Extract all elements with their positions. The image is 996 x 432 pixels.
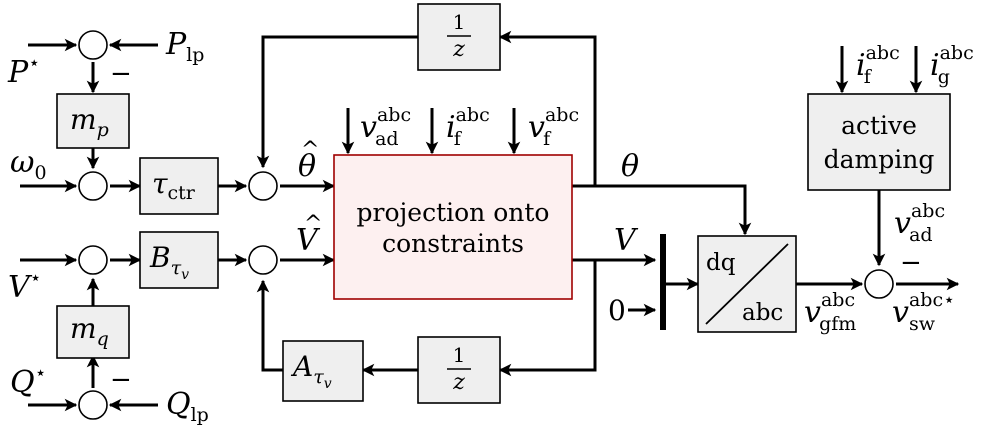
label-zero: 0 xyxy=(608,294,626,327)
dq-abc-block: dq abc xyxy=(697,235,797,333)
mq-main: m xyxy=(70,312,97,345)
label-v-hat: V xyxy=(296,223,321,258)
abc-label: abc xyxy=(742,300,783,326)
sum-power xyxy=(78,30,108,60)
wire-theta-to-dq xyxy=(595,184,752,236)
a-subsub: v xyxy=(324,376,332,392)
wire-delay-to-sum xyxy=(256,35,418,169)
sum-angle xyxy=(248,171,278,201)
wires xyxy=(20,30,960,412)
a-tau-block: Aτv xyxy=(282,340,364,402)
b-main: B xyxy=(149,241,171,274)
projection-block: projection onto constraints xyxy=(333,154,573,300)
mq-sub: q xyxy=(97,328,109,350)
mp-gain-block: mp xyxy=(56,93,130,149)
label-v-sw: vabc⋆sw xyxy=(892,289,955,335)
b-subsub: v xyxy=(181,267,189,283)
active-damping-block: active damping xyxy=(807,93,951,191)
mp-sub: p xyxy=(97,119,109,141)
delay-block-top: 1 z xyxy=(417,3,501,71)
svg-text:mq: mq xyxy=(70,312,109,350)
sum-voltage-ref xyxy=(78,245,108,275)
sum-output xyxy=(864,269,894,299)
projection-line2: constraints xyxy=(382,229,524,258)
b-tau-block: Bτv xyxy=(139,231,219,289)
minus-sign-q: − xyxy=(110,365,132,395)
label-v: V xyxy=(614,223,639,258)
active-damping-line1: active xyxy=(841,111,917,140)
sum-frequency xyxy=(78,171,108,201)
label-p-star: P⋆ xyxy=(7,52,40,90)
sum-reactive xyxy=(78,390,108,420)
svg-text:Aτv: Aτv xyxy=(290,350,332,392)
wire-v-feedback xyxy=(498,260,597,377)
b-sub: τ xyxy=(171,257,182,279)
minus-sign-vad: − xyxy=(900,248,922,278)
mq-gain-block: mq xyxy=(56,305,130,359)
delay-bottom-den: z xyxy=(452,370,465,395)
delay-top-den: z xyxy=(452,37,465,62)
tau-sub: ctr xyxy=(168,182,196,204)
delay-bottom-num: 1 xyxy=(453,343,466,367)
tau-main: τ xyxy=(152,167,168,200)
label-q-star: Q⋆ xyxy=(10,362,47,400)
label-theta: θ xyxy=(621,149,639,184)
label-omega0: ω0 xyxy=(10,145,47,184)
minus-sign-p: − xyxy=(110,59,132,89)
label-v-star: V⋆ xyxy=(8,267,42,305)
a-main: A xyxy=(290,350,313,383)
hat-theta: ^ xyxy=(301,138,319,163)
svg-text:Bτv: Bτv xyxy=(149,241,189,283)
wire-a-to-sum xyxy=(256,279,283,372)
tau-ctr-block: τctr xyxy=(139,157,219,215)
svg-text:mp: mp xyxy=(70,103,109,141)
label-theta-hat: θ xyxy=(298,149,316,184)
delay-block-bottom: 1 z xyxy=(417,336,501,404)
sum-voltage xyxy=(248,245,278,275)
active-damping-line2: damping xyxy=(824,145,935,174)
label-q-lp: Qlp xyxy=(166,387,209,426)
delay-top-num: 1 xyxy=(453,10,466,34)
wire-theta-feedback xyxy=(498,30,597,186)
label-p-lp: Plp xyxy=(165,27,204,66)
mp-main: m xyxy=(70,103,97,136)
a-sub: τ xyxy=(313,366,324,388)
svg-text:τctr: τctr xyxy=(152,167,196,204)
projection-line1: projection onto xyxy=(357,198,550,227)
dq-label: dq xyxy=(706,250,736,276)
hat-v: ^ xyxy=(304,212,322,237)
